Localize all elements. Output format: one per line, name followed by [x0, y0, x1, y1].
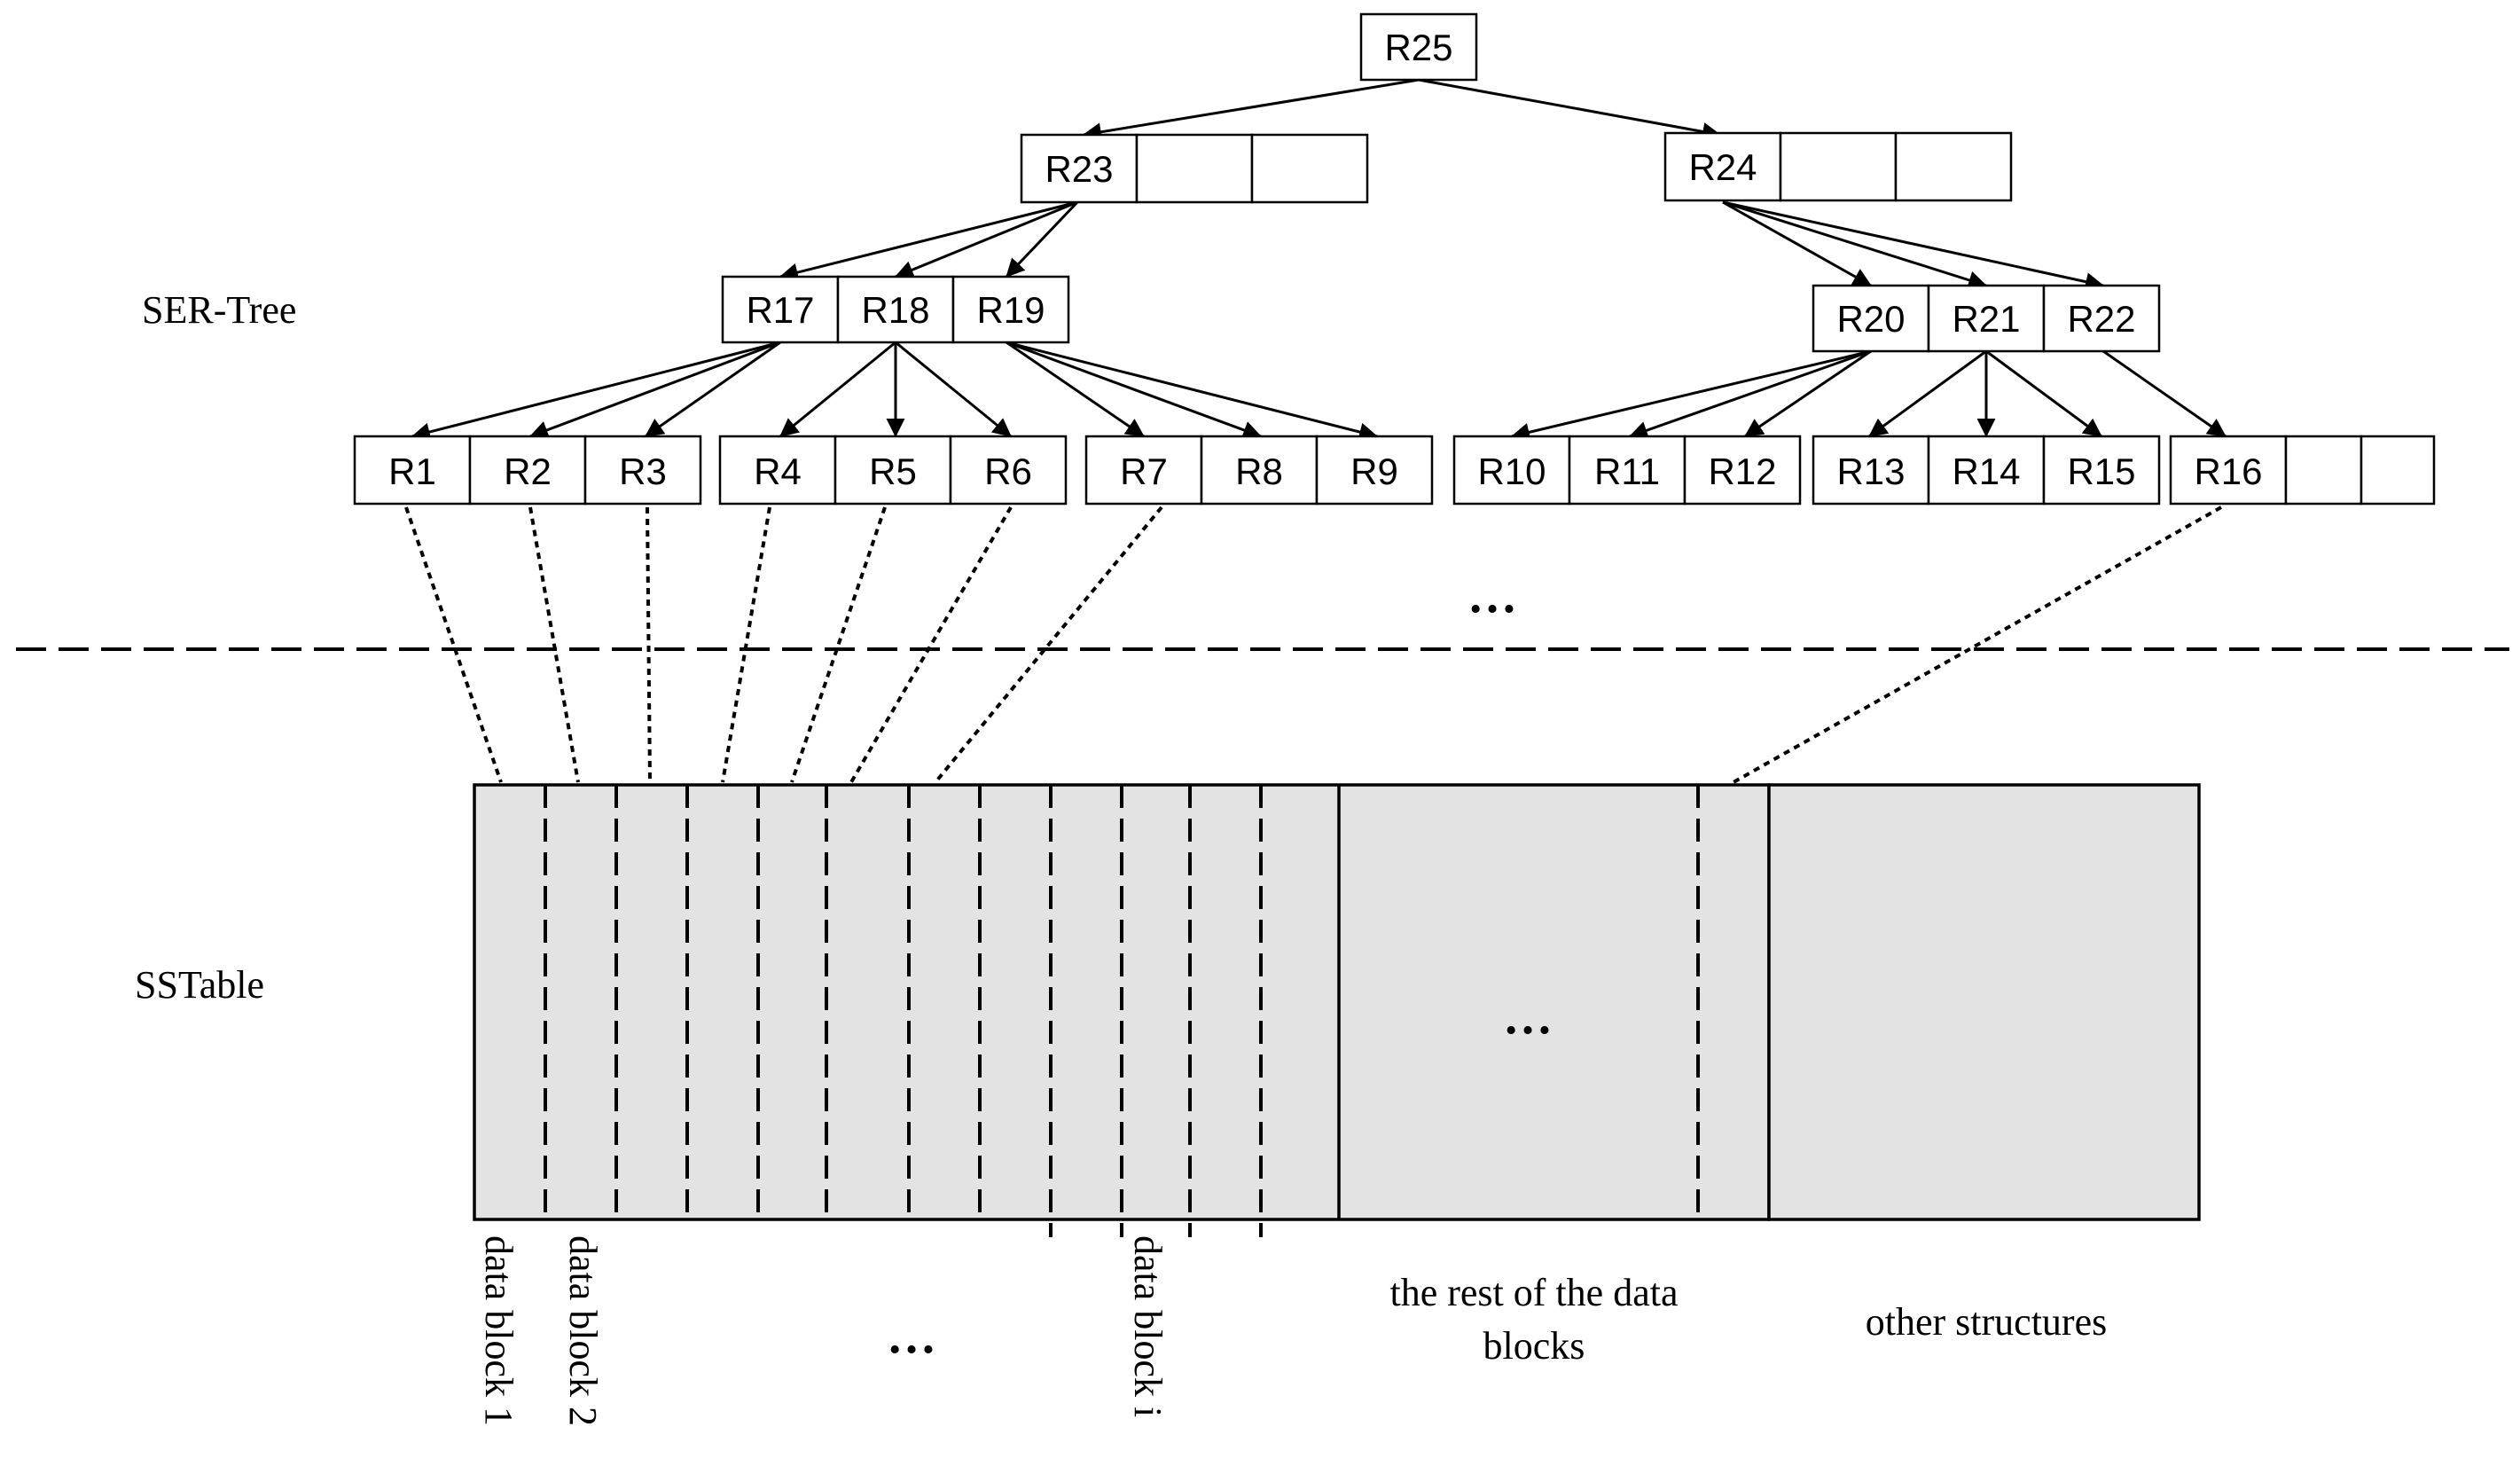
other-structures-label: other structures [1866, 1300, 2107, 1344]
data-block-i-label: data block i [1126, 1235, 1170, 1417]
node-label: R9 [1350, 451, 1398, 492]
rest-of-blocks-label: the rest of the data [1390, 1271, 1679, 1314]
other-structures-area [1767, 783, 2201, 1221]
leaf-group-2: R4 R5 R6 [718, 435, 1068, 506]
node-r20-r22-group: R20 R21 R22 [1812, 284, 2161, 353]
tree-edges [411, 78, 2227, 442]
mapping-lines [404, 506, 2222, 784]
node-label: R10 [1477, 451, 1546, 492]
node-label: R4 [754, 451, 802, 492]
node-label: R18 [861, 289, 929, 331]
node-label: R23 [1045, 148, 1113, 190]
node-label: R22 [2067, 298, 2135, 340]
node-label: R25 [1384, 27, 1452, 68]
data-block-2-label: data block 2 [561, 1235, 605, 1426]
node-label: R20 [1836, 298, 1905, 340]
leaf-group-5: R13 R14 R15 [1812, 435, 2161, 506]
node-root: R25 [1359, 12, 1478, 82]
node-label: R13 [1836, 451, 1905, 492]
node-label: R16 [2194, 451, 2262, 492]
rest-of-blocks-label-line2: blocks [1483, 1324, 1585, 1368]
node-label: R11 [1594, 451, 1660, 492]
node-label: R19 [976, 289, 1045, 331]
node-label: R15 [2067, 451, 2135, 492]
node-label: R3 [619, 451, 667, 492]
node-label: R14 [1952, 451, 2020, 492]
leaf-group-6: R16 [2169, 435, 2436, 506]
node-label: R8 [1235, 451, 1283, 492]
node-label: R21 [1952, 298, 2020, 340]
sstable-structure [473, 783, 2201, 1237]
node-label: R7 [1120, 451, 1168, 492]
node-r17-r19-group: R17 R18 R19 [721, 275, 1070, 344]
node-label: R2 [504, 451, 552, 492]
leaf-group-4: R10 R11 R12 [1452, 435, 1802, 506]
tree-ellipsis: … [1467, 568, 1517, 623]
node-label: R24 [1688, 146, 1757, 188]
node-label: R12 [1708, 451, 1776, 492]
node-r23-group: R23 [1020, 133, 1369, 204]
node-label: R6 [984, 451, 1032, 492]
sstable-label: SSTable [135, 963, 264, 1007]
data-block-1-label: data block 1 [477, 1235, 520, 1426]
leaf-group-1: R1 R2 R3 [353, 435, 702, 506]
ser-tree-label: SER-Tree [142, 288, 296, 332]
node-label: R1 [388, 451, 436, 492]
sstable-ellipsis: … [1503, 990, 1553, 1045]
leaf-group-3: R7 R8 R9 [1084, 435, 1434, 506]
node-label: R5 [869, 451, 917, 492]
node-r24-group: R24 [1663, 131, 2013, 202]
node-label: R17 [746, 289, 814, 331]
bottom-ellipsis: … [887, 1309, 936, 1364]
